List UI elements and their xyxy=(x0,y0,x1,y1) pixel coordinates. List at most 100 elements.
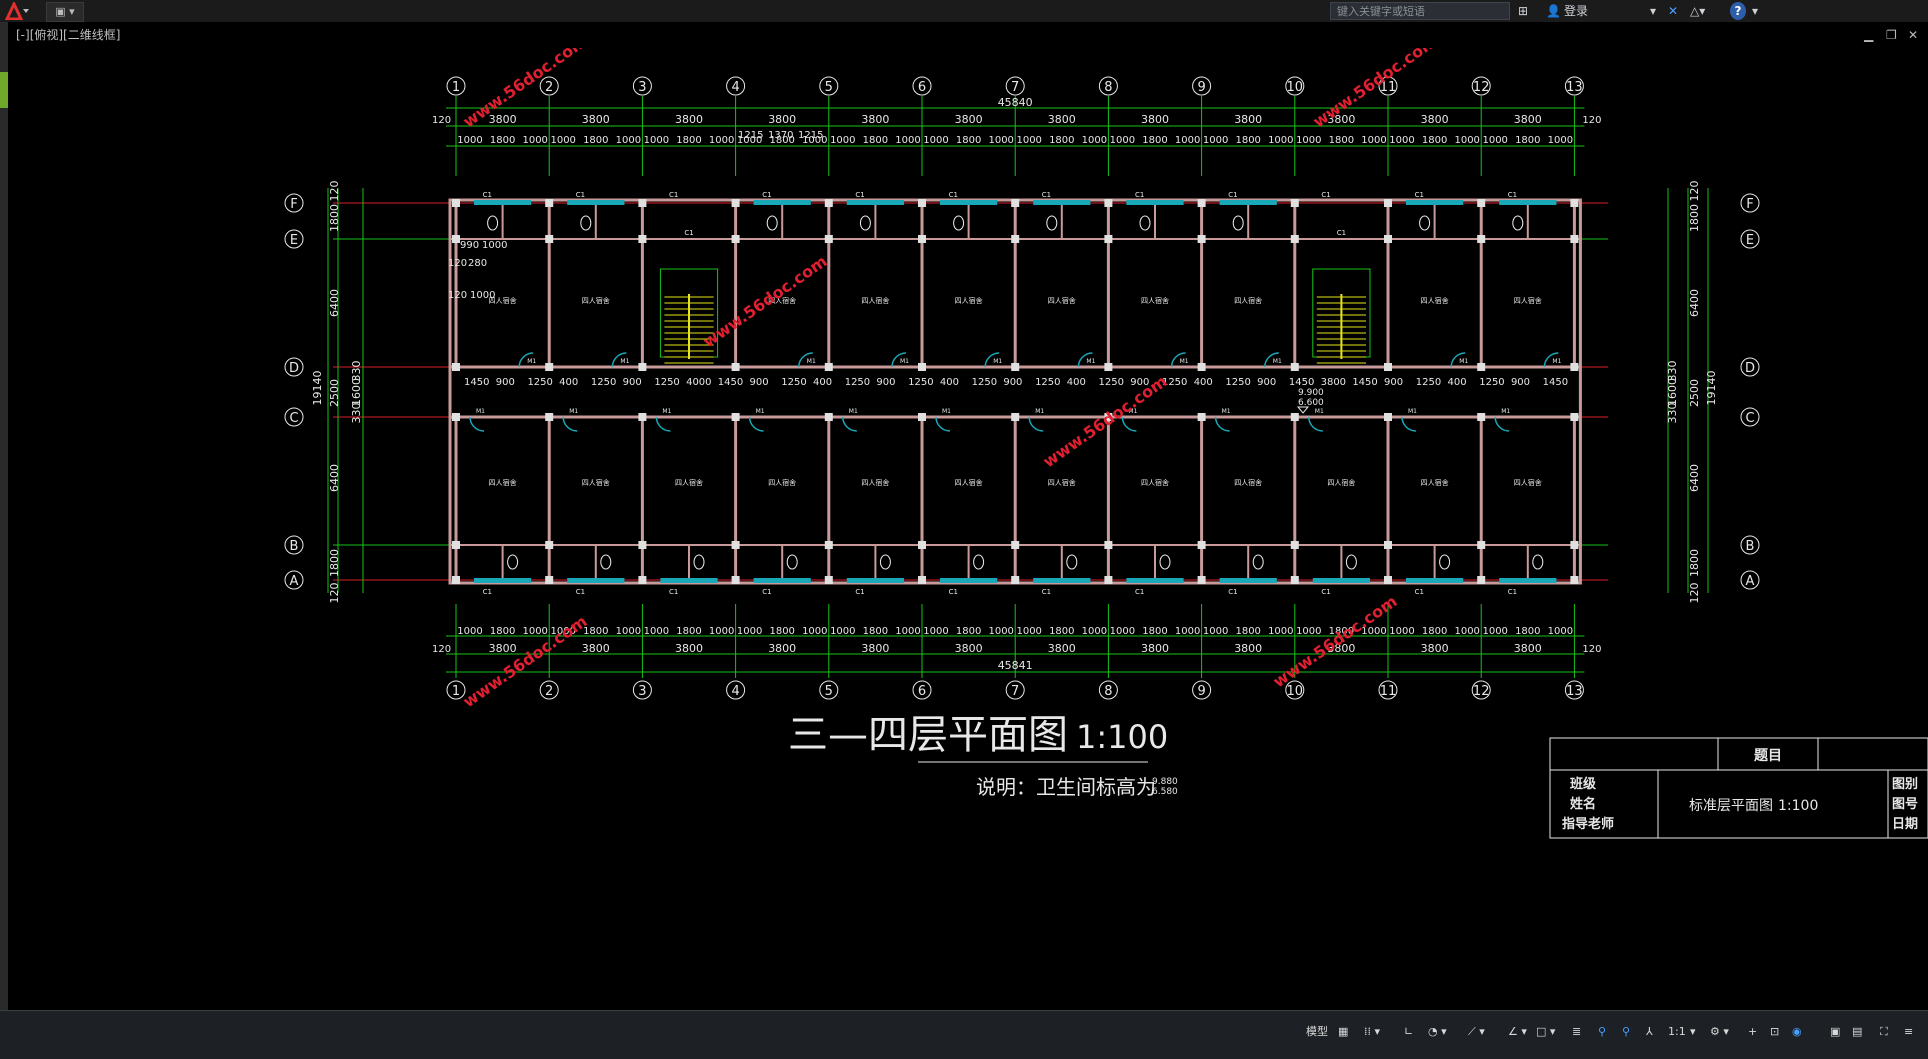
binoculars-icon[interactable]: ⊞ xyxy=(1518,4,1529,18)
scale-dropdown-icon[interactable]: ▾ xyxy=(1690,1025,1696,1038)
floor-plan-drawing: 1122334455667788991010111112121313458404… xyxy=(284,48,1928,839)
autodesk-360-icon[interactable]: △▾ xyxy=(1690,4,1706,18)
clean-screen-icon[interactable]: ▣ xyxy=(1830,1025,1841,1038)
axis-bubble-bottom-3 xyxy=(632,680,652,700)
auto-scale-icon[interactable]: ⚲ xyxy=(1622,1025,1631,1038)
window-north xyxy=(846,200,904,205)
sub-dimension-bottom: 1800 xyxy=(769,626,794,637)
search-input[interactable]: 键入关键字或短语 xyxy=(1330,2,1510,20)
structural-column xyxy=(1570,541,1579,549)
axis-label-3: 3 xyxy=(638,80,646,95)
axis-label-left-A: A xyxy=(290,574,299,589)
grid-icon[interactable]: ▦ xyxy=(1338,1025,1349,1038)
workspace-gear-icon[interactable]: ⚙ ▾ xyxy=(1710,1025,1729,1038)
polar-icon[interactable]: ◔ ▾ xyxy=(1428,1025,1447,1038)
help-dropdown-icon[interactable]: ▾ xyxy=(1752,4,1759,18)
structural-column xyxy=(1477,363,1486,371)
structural-column xyxy=(638,199,647,207)
axis-bubble-left-B xyxy=(284,535,304,555)
bay-dimension-bottom: 3800 xyxy=(768,642,796,655)
lineweight-icon[interactable]: ≣ xyxy=(1572,1025,1582,1038)
toilet-fixture xyxy=(1532,554,1544,570)
toilet-fixture xyxy=(600,554,612,570)
dropdown-chevron-icon[interactable]: ▾ xyxy=(1650,4,1657,18)
object-snap-icon[interactable]: ∠ ▾ xyxy=(1508,1025,1527,1038)
model-space-button[interactable]: 模型 xyxy=(1306,1025,1328,1038)
door-swing xyxy=(1170,352,1186,368)
fullscreen-icon[interactable]: ⛶ xyxy=(1880,1025,1888,1038)
axis-bubble-13 xyxy=(1564,76,1584,96)
user-icon[interactable]: 👤 xyxy=(1546,4,1561,18)
door-swing xyxy=(1121,416,1137,432)
customization-menu-icon[interactable]: ≡ xyxy=(1904,1025,1914,1038)
axis-bubble-bottom-8 xyxy=(1098,680,1118,700)
status-bar: 模型 ▦ ⁞⁞ ▾ ∟ ◔ ▾ ⟋ ▾ ∠ ▾ □ ▾ ≣ ⚲ ⚲ ⅄ 1:1 … xyxy=(0,1010,1928,1059)
axis-bubble-left-E xyxy=(284,229,304,249)
misc-dimension: 1000 xyxy=(482,240,507,251)
sub-dimension-top: 1000 xyxy=(709,135,734,146)
autocad-logo-icon[interactable] xyxy=(4,2,30,20)
corridor-dimension: 400 xyxy=(813,377,832,388)
annotation-scale-value[interactable]: 1:1 xyxy=(1668,1025,1686,1038)
close-icon[interactable]: ✕ xyxy=(1908,28,1919,42)
ortho-icon[interactable]: ∟ xyxy=(1404,1025,1414,1038)
sub-dimension-bottom: 1000 xyxy=(1454,626,1479,637)
door-label: M1 xyxy=(1128,408,1137,415)
sub-dimension-bottom: 1000 xyxy=(1548,626,1573,637)
window-label: C1 xyxy=(1228,588,1237,596)
corridor-dimension: 1250 xyxy=(654,377,679,388)
window-north xyxy=(1219,200,1277,205)
door-label: M1 xyxy=(1273,358,1282,365)
axis-label-bottom-11: 11 xyxy=(1380,684,1397,699)
corridor-dimension: 1250 xyxy=(1099,377,1124,388)
window-north xyxy=(1126,200,1184,205)
misc-dimension: 120 xyxy=(448,290,467,301)
window-label: C1 xyxy=(576,588,585,596)
window-label: C1 xyxy=(855,588,864,596)
bay-dimension-top: 3800 xyxy=(582,113,610,126)
room-label: 四人宿舍 xyxy=(955,296,983,305)
properties-icon[interactable]: ▤ xyxy=(1852,1025,1863,1038)
axis-label-left-F: F xyxy=(290,197,297,212)
viewport-controls[interactable]: [-][俯视][二维线框] xyxy=(16,28,121,42)
structural-column xyxy=(545,541,554,549)
quick-access-toolbar-button[interactable]: ▣ ▾ xyxy=(46,2,84,22)
axis-bubble-12 xyxy=(1471,76,1491,96)
toilet-fixture xyxy=(1066,554,1078,570)
annotation-scale-icon[interactable]: ⅄ xyxy=(1646,1025,1653,1038)
help-icon[interactable]: ? xyxy=(1730,2,1746,20)
structural-column xyxy=(1384,541,1392,549)
login-button[interactable]: 登录 xyxy=(1564,4,1589,18)
corridor-dimension: 1250 xyxy=(908,377,933,388)
plus-icon[interactable]: + xyxy=(1748,1025,1758,1038)
door-label: M1 xyxy=(1552,358,1561,365)
row-dimension-left: 6400 xyxy=(328,464,341,492)
structural-column xyxy=(918,235,926,243)
door-label: M1 xyxy=(1315,408,1324,415)
restore-icon[interactable]: ❐ xyxy=(1886,28,1897,42)
sub-dimension-bottom: 1000 xyxy=(1082,626,1107,637)
sub-dimension-top: 1000 xyxy=(1268,135,1293,146)
window-label: C1 xyxy=(576,191,585,199)
snap-tracking-icon[interactable]: □ ▾ xyxy=(1536,1025,1556,1038)
note-level-lower: 6.580 xyxy=(1152,787,1178,797)
isodraft-icon[interactable]: ⟋ ▾ xyxy=(1468,1025,1485,1038)
snap-icon[interactable]: ⁞⁞ ▾ xyxy=(1364,1025,1381,1038)
ribbon-tab-indicator xyxy=(0,72,8,108)
bay-dimension-top: 3800 xyxy=(861,113,889,126)
sub-dimension-top: 1800 xyxy=(956,135,981,146)
hardware-acceleration-icon[interactable]: ◉ xyxy=(1792,1025,1802,1038)
exchange-apps-icon[interactable]: ✕ xyxy=(1668,4,1679,18)
annotation-visibility-icon[interactable]: ⚲ xyxy=(1598,1025,1607,1038)
axis-label-9: 9 xyxy=(1197,80,1205,95)
window-label: C1 xyxy=(483,588,492,596)
bay-dimension-bottom: 3800 xyxy=(1048,642,1076,655)
sub-dimension-bottom: 1000 xyxy=(1203,626,1228,637)
row-dimension-right: 2500 xyxy=(1688,379,1701,407)
isolate-objects-icon[interactable]: ⊡ xyxy=(1770,1025,1780,1038)
toilet-fixture xyxy=(1139,215,1151,231)
minimize-icon[interactable]: ▁ xyxy=(1864,28,1874,42)
document-bar: [-][俯视][二维线框] ▁ ❐ ✕ xyxy=(8,22,1928,49)
row-dimension-left: 1800 xyxy=(328,549,341,577)
